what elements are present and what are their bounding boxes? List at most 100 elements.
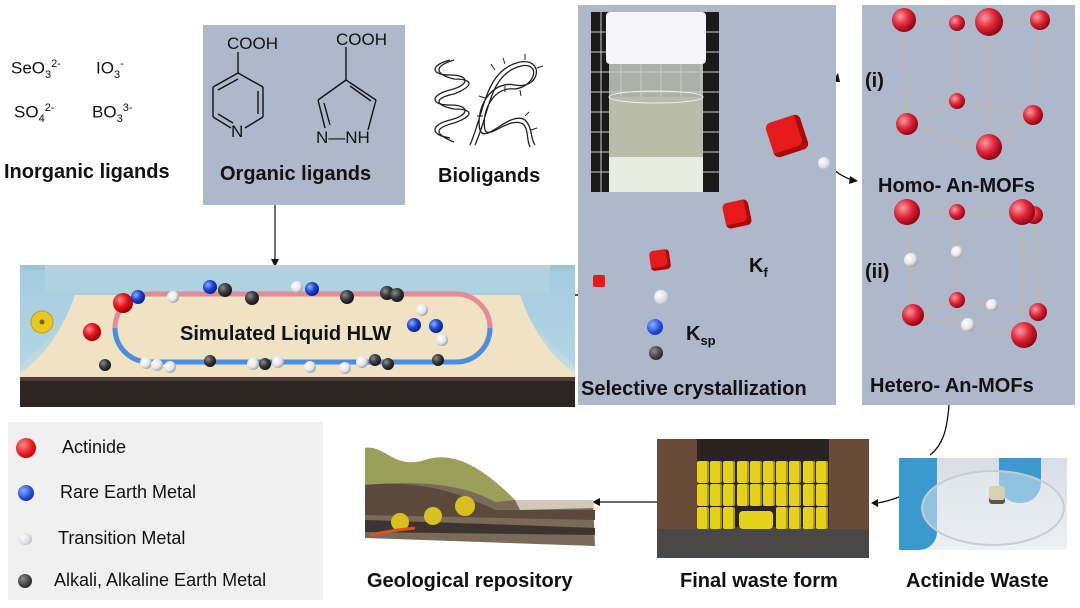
barrel xyxy=(736,461,749,483)
rare-earth-ion xyxy=(647,319,663,335)
geological-repository-illustration xyxy=(355,440,600,550)
barrel xyxy=(815,507,828,529)
geological-repository-label: Geological repository xyxy=(367,570,573,592)
rare-earth-ion xyxy=(429,319,443,333)
cooh-label-2: COOH xyxy=(336,30,387,49)
alkali-ion xyxy=(218,283,232,297)
waste-pellet xyxy=(989,486,1005,500)
barrel xyxy=(710,484,723,506)
legend-item-actinide: Actinide xyxy=(8,437,126,458)
final-waste-photo xyxy=(657,439,869,558)
alkali-ion xyxy=(649,346,663,360)
rare-earth-ion xyxy=(407,318,421,332)
transition-metal-ion xyxy=(416,304,428,316)
barrel xyxy=(697,507,709,529)
barrel xyxy=(815,461,828,483)
legend-item-rare-earth: Rare Earth Metal xyxy=(8,482,196,503)
alkali-ion xyxy=(99,359,111,371)
alkali-ion xyxy=(245,291,259,305)
actinide-ion xyxy=(113,293,133,313)
transition-metal-ion xyxy=(304,361,316,373)
organic-ligands-panel: COOH N COOH N—NH Organic ligands xyxy=(203,25,405,205)
barrel xyxy=(802,484,815,506)
barrel xyxy=(802,507,815,529)
inorganic-ligands-group: SeO32- IO3- SO42- BO33- Inorganic ligand… xyxy=(0,0,200,200)
transition-metal-ion xyxy=(654,290,668,304)
rare-earth-ion xyxy=(305,282,319,296)
alkali-ion xyxy=(340,290,354,304)
alkali-dot-icon xyxy=(18,573,32,588)
ion-bo3: BO33- xyxy=(92,102,133,126)
barrel xyxy=(776,461,789,483)
alkali-ion xyxy=(369,354,381,366)
warehouse-floor xyxy=(657,527,869,558)
barrel xyxy=(710,461,723,483)
transition-metal-ion xyxy=(356,356,368,368)
hetero-mofs-label: Hetero- An-MOFs xyxy=(870,375,1034,397)
transition-metal-ion xyxy=(164,361,176,373)
hlw-label: Simulated Liquid HLW xyxy=(180,323,392,345)
kf-label: Kf xyxy=(749,255,768,280)
homo-mof-structure xyxy=(892,8,1050,160)
mofs-panel: (i) Homo- An-MOFs (ii) Hetero- An-MOFs xyxy=(862,5,1075,405)
legend: Actinide Rare Earth Metal Transition Met… xyxy=(8,422,323,600)
barrel xyxy=(776,507,789,529)
biopolymer-icon xyxy=(434,54,544,148)
alkali-ion xyxy=(432,354,444,366)
inorganic-ligands-label: Inorganic ligands xyxy=(4,161,170,183)
homo-mofs-label: Homo- An-MOFs xyxy=(878,175,1036,197)
barrel xyxy=(723,484,736,506)
alkali-ion xyxy=(259,358,271,370)
barrel xyxy=(710,507,723,529)
barrel xyxy=(763,461,775,483)
arrow-final-to-repository xyxy=(592,498,657,506)
bioligands-label: Bioligands xyxy=(438,165,541,187)
barrel xyxy=(723,461,736,483)
homo-tag: (i) xyxy=(865,70,884,92)
barrel xyxy=(789,484,802,506)
barrel-lying xyxy=(739,511,773,529)
ion-so4: SO42- xyxy=(14,102,55,126)
hetero-tag: (ii) xyxy=(865,261,890,283)
barrel xyxy=(736,484,749,506)
transition-metal-ion xyxy=(818,157,830,169)
cooh-label-1: COOH xyxy=(227,34,278,53)
pyridine-n-label: N xyxy=(231,122,244,141)
arrow-waste-to-final xyxy=(871,496,900,507)
legend-item-transition: Transition Metal xyxy=(8,528,185,549)
barrel xyxy=(789,461,802,483)
barrel xyxy=(723,507,736,529)
barrel xyxy=(749,461,762,483)
transition-metal-ion xyxy=(247,358,259,370)
actinide-ion xyxy=(83,323,101,341)
hlw-tank-illustration xyxy=(20,265,575,407)
barrel xyxy=(763,484,775,506)
warehouse-wall-left xyxy=(657,439,697,529)
transition-metal-ion xyxy=(339,362,351,374)
barrel xyxy=(815,484,828,506)
ion-io3: IO3- xyxy=(96,58,124,82)
alkali-ion xyxy=(204,355,216,367)
legend-item-alkali: Alkali, Alkaline Earth Metal xyxy=(8,570,266,591)
vial-illustration xyxy=(591,12,719,192)
arrow-organic-to-hlw xyxy=(271,205,279,267)
transition-metal-ion xyxy=(167,291,179,303)
final-waste-label: Final waste form xyxy=(680,570,838,592)
transition-metal-ion xyxy=(140,357,152,369)
crystal-cube-tiny xyxy=(593,275,605,287)
crystal-cube-large xyxy=(764,113,810,159)
actinide-waste-photo xyxy=(899,458,1067,550)
crystal-cube-medium xyxy=(721,198,753,230)
isonicotinic-acid-structure xyxy=(212,47,377,131)
warehouse-wall-right xyxy=(829,439,869,529)
rare-earth-ion xyxy=(131,290,145,304)
hlw-tank: Simulated Liquid HLW xyxy=(20,265,575,407)
barrel xyxy=(776,484,789,506)
rare-earth-ion xyxy=(203,280,217,294)
barrels-stack xyxy=(697,461,832,531)
ksp-label: Ksp xyxy=(686,323,716,348)
barrel xyxy=(802,461,815,483)
pyrazole-n-label: N—NH xyxy=(316,128,370,147)
transition-dot-icon xyxy=(18,532,32,545)
alkali-ion xyxy=(390,288,404,302)
